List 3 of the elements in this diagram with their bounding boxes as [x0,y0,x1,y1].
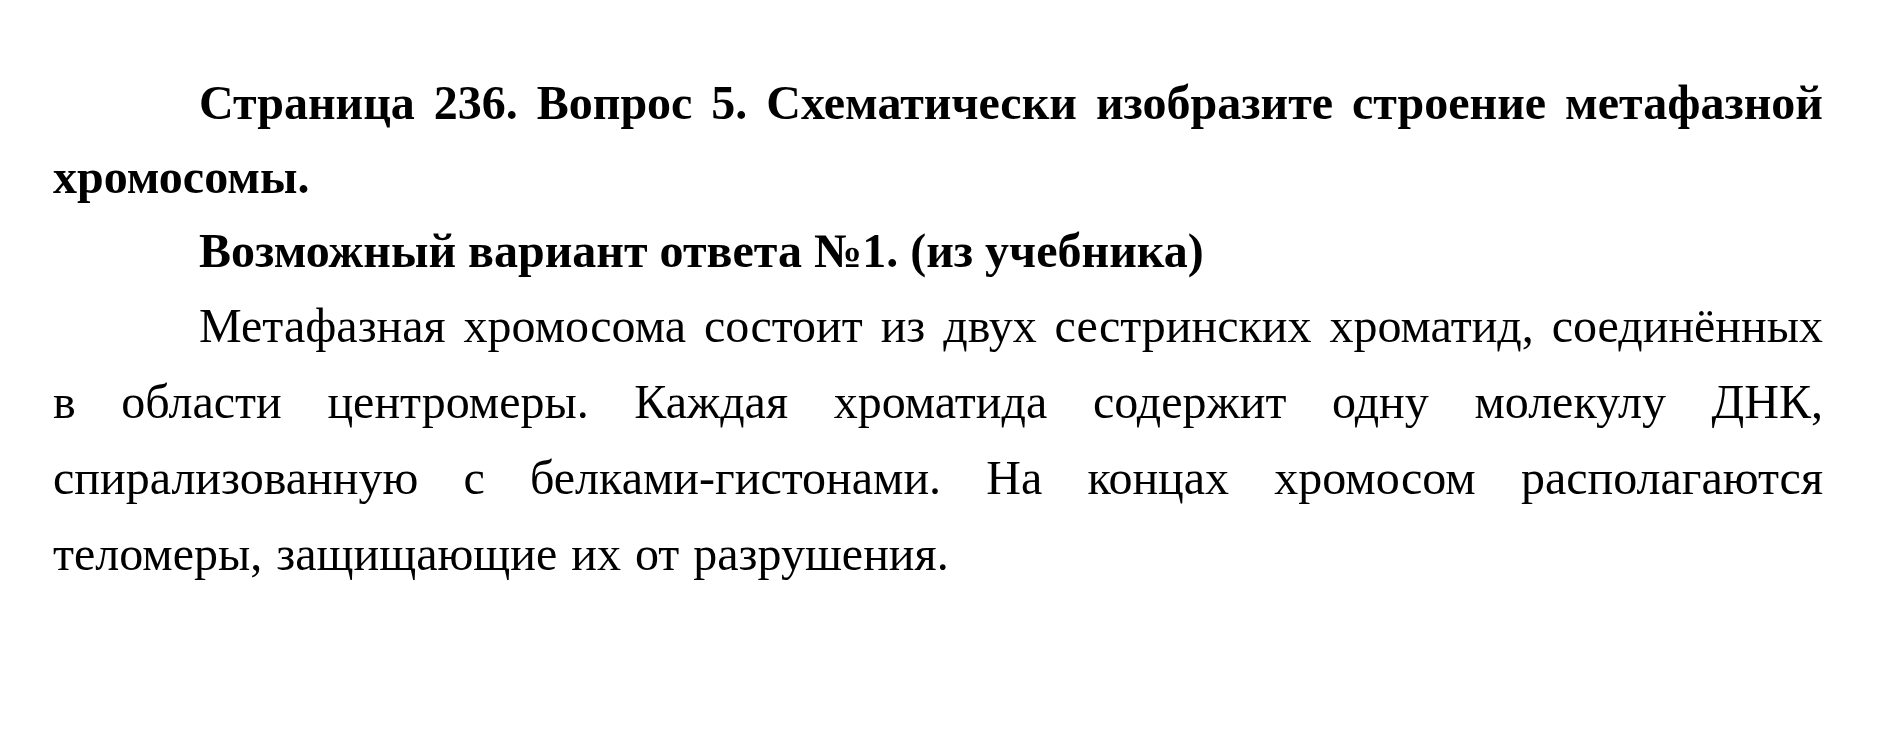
page-title: Страница 236. Вопрос 5. Схематически изобразите строение метафазной хромосомы. [53,75,1823,205]
answer-heading: Возможный вариант ответа №1. (из учебника) [199,223,1205,280]
answer-paragraph: Метафазная хромосома состоит из двух сестринских хроматид, соединённых в области центромеры. Каждая хроматида содержит одну молекулу ДНК, спирализованную с белками-гистонами. На концах хромосом располагаются теломеры, защищающие их от разрушения. [53,298,1823,582]
